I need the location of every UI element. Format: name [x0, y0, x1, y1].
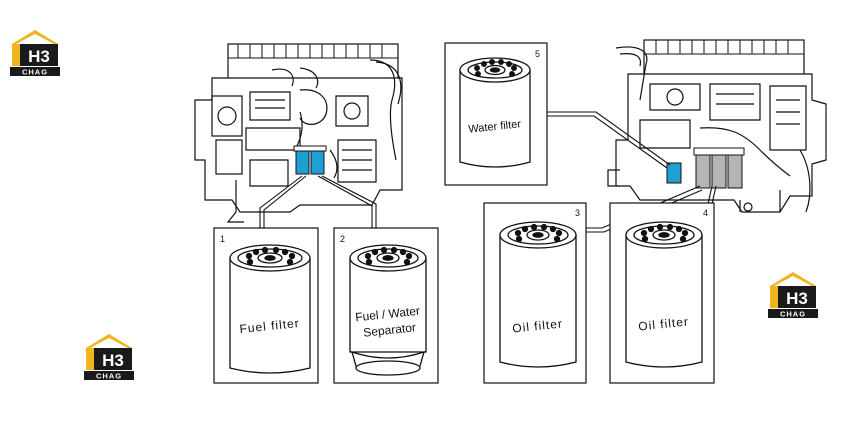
- callout-box-1: 1 Fuel filter: [214, 228, 318, 383]
- left-engine-drawing: [195, 44, 402, 222]
- water-filter-canister: [460, 58, 530, 167]
- callout-box-5: 5 Water filter: [445, 43, 547, 185]
- h3-chag-logo-bottom-left: H3 CHAG: [82, 332, 136, 380]
- oil-filter-cartridge-a: [696, 154, 710, 188]
- callout-number: 2: [340, 234, 345, 244]
- oil-filter-canister: [626, 222, 702, 367]
- callout-box-2: 2 Fuel / Water Separator: [334, 228, 438, 383]
- h3-chag-logo-right: H3 CHAG: [766, 270, 820, 318]
- oil-filter-canister: [500, 222, 576, 367]
- logo-letters: H3: [786, 289, 808, 308]
- logo-letters: H3: [102, 351, 124, 370]
- fuel-filter-highlight: [296, 150, 309, 174]
- logo-wordmark: CHAG: [780, 310, 806, 319]
- water-filter-highlight: [667, 163, 681, 183]
- oil-filter-cartridge-c: [728, 154, 742, 188]
- callout-number: 1: [220, 234, 225, 244]
- callout-number: 4: [703, 208, 708, 218]
- fuel-filter-canister: [230, 245, 310, 373]
- logo-letters: H3: [28, 47, 50, 66]
- oil-filter-cartridge-b: [712, 154, 726, 188]
- callout-box-4: 4 Oil filter: [610, 203, 714, 383]
- callout-number: 3: [575, 208, 580, 218]
- callout-box-3: 3 Oil filter: [484, 203, 586, 383]
- h3-chag-logo-top-left: H3 CHAG: [8, 28, 62, 76]
- separator-highlight: [311, 150, 324, 174]
- logo-wordmark: CHAG: [96, 372, 122, 381]
- callout-number: 5: [535, 49, 540, 59]
- logo-wordmark: CHAG: [22, 68, 48, 77]
